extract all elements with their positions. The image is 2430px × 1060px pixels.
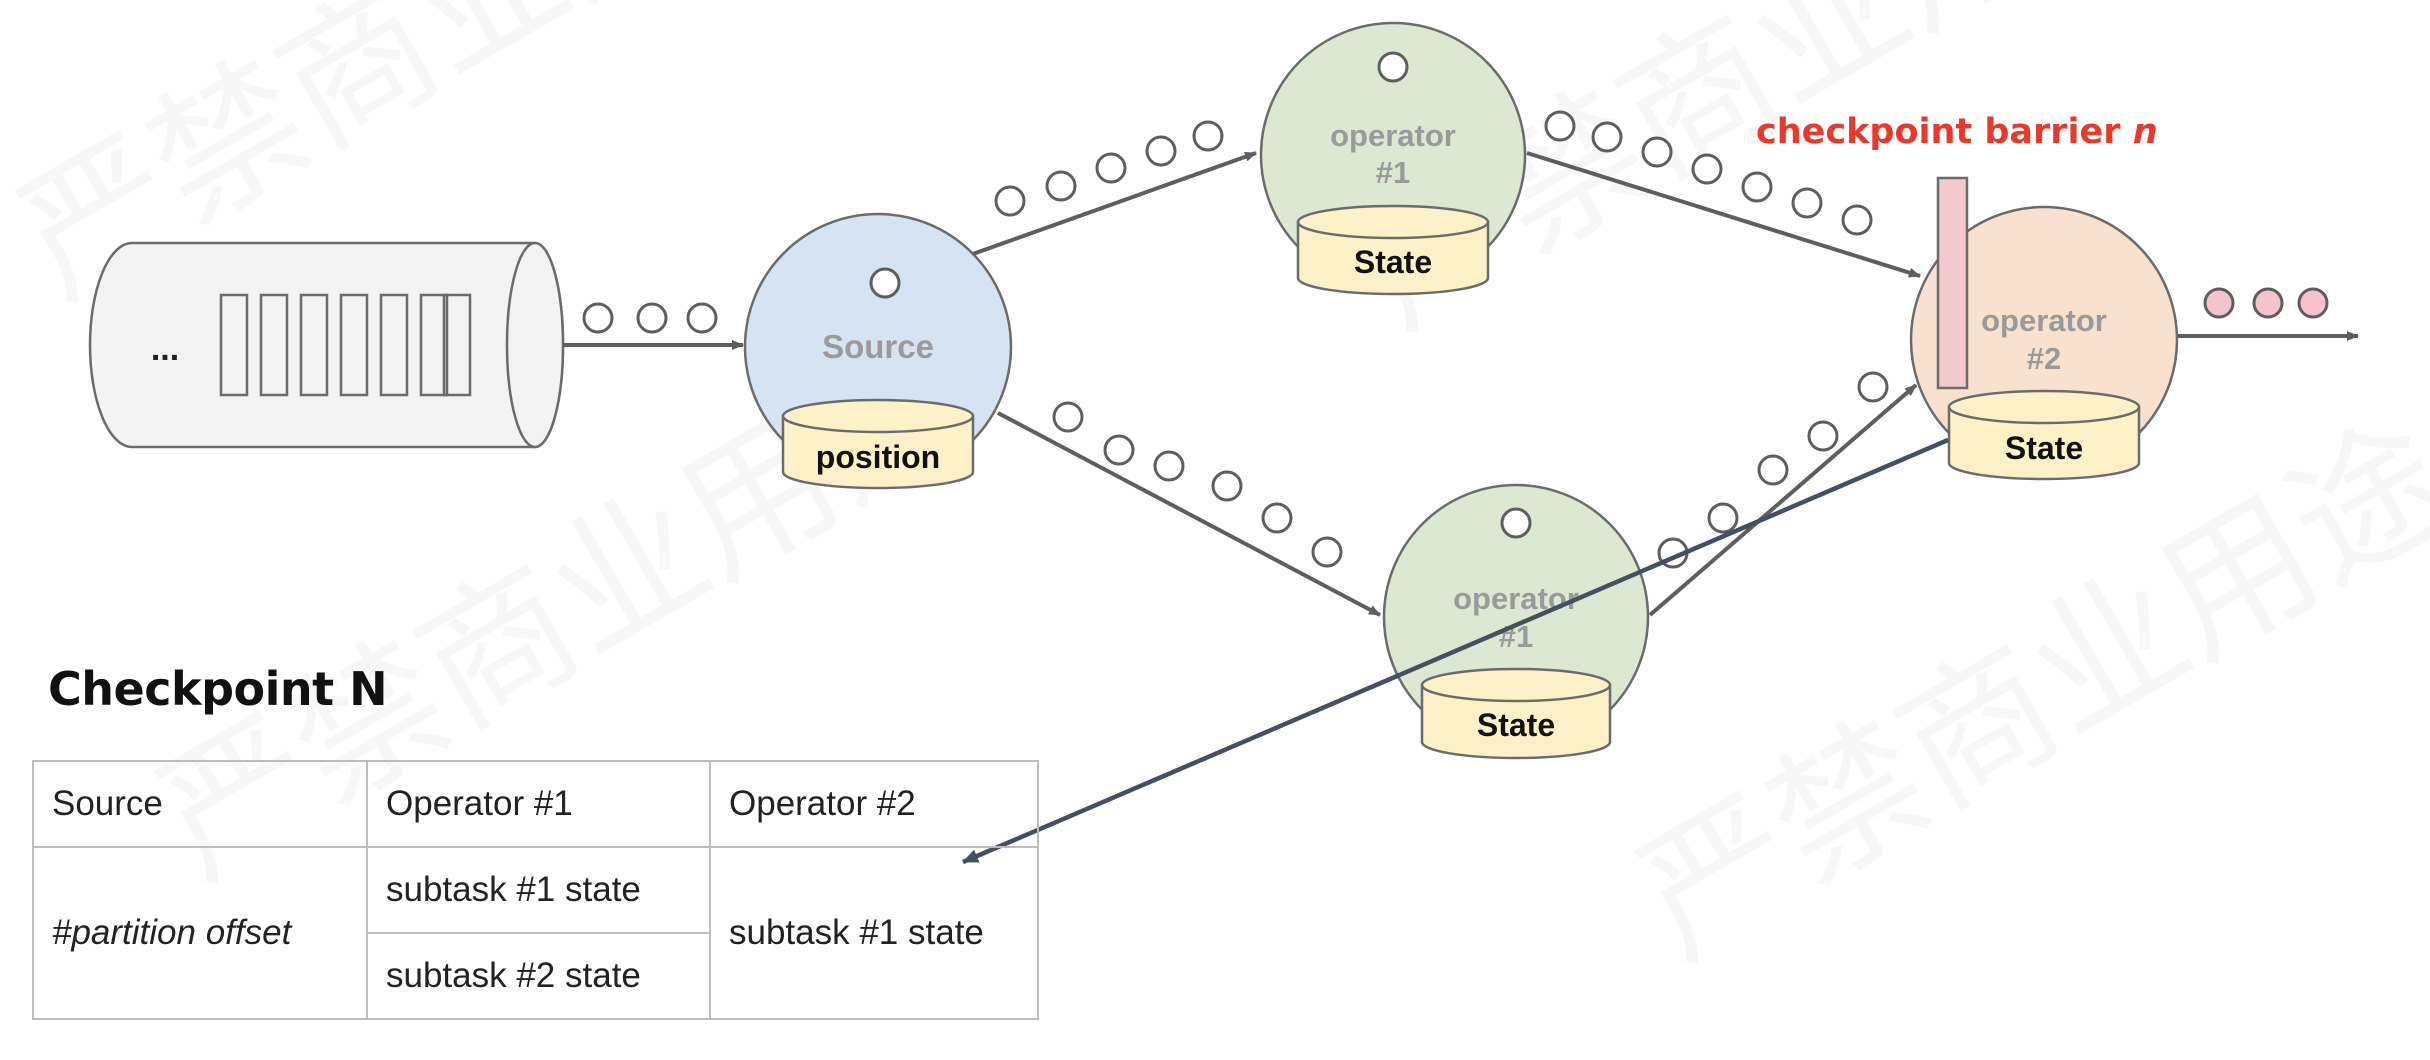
record xyxy=(1500,507,1532,539)
operator1-top-state-store: State xyxy=(1296,204,1490,296)
record xyxy=(1095,152,1127,184)
record xyxy=(2252,287,2284,319)
checkpoint-barrier-label: checkpoint barrier n xyxy=(1756,112,2158,152)
output-records xyxy=(2203,287,2329,319)
table-row: #partition offset subtask #1 state subta… xyxy=(32,846,1039,1020)
operator1-bottom-state-store: State xyxy=(1420,667,1612,760)
source-label: Source xyxy=(822,328,934,365)
table-row: subtask #2 state xyxy=(33,932,1038,1020)
arrow-op1-top-to-op2 xyxy=(1526,151,1921,278)
record xyxy=(1707,502,1739,534)
header-operator1: Operator #1 xyxy=(366,760,711,848)
queue-ellipsis: ... xyxy=(151,330,179,368)
record xyxy=(1377,51,1409,83)
record xyxy=(1103,434,1135,466)
source-state-store: position xyxy=(781,398,975,490)
operator2-label-line1: operator xyxy=(1981,303,2107,338)
op2-subtask1-cell: subtask #1 state xyxy=(709,846,1039,1020)
record xyxy=(2203,287,2235,319)
source-offset-cell: #partition offset xyxy=(32,846,368,1020)
source-state-label: position xyxy=(816,439,940,475)
operator1-top-node: operator #1 State xyxy=(1259,21,1527,296)
checkpoint-table: Source Operator #1 Operator #2 #partitio… xyxy=(32,760,1039,1020)
arrow-op1-bottom-to-op2 xyxy=(1648,383,1918,617)
record xyxy=(994,185,1026,217)
record xyxy=(1691,153,1723,185)
operator2-label-line2: #2 xyxy=(2027,341,2061,376)
record xyxy=(1841,204,1873,236)
queue-records xyxy=(219,293,472,397)
record xyxy=(1757,454,1789,486)
message-queue: ... xyxy=(88,241,565,449)
operator2-state-store: State xyxy=(1947,389,2141,481)
record xyxy=(686,302,718,334)
record xyxy=(582,302,614,334)
record xyxy=(1857,371,1889,403)
operator1-top-state-label: State xyxy=(1354,244,1432,280)
checkpoint-barrier: checkpoint barrier n xyxy=(1756,112,2158,390)
operator1-top-label-line2: #1 xyxy=(1376,155,1410,190)
record xyxy=(2297,287,2329,319)
operator1-bottom-state-label: State xyxy=(1477,707,1555,743)
record xyxy=(1807,420,1839,452)
record xyxy=(1052,401,1084,433)
record xyxy=(1211,470,1243,502)
record xyxy=(869,267,901,299)
op1-subtask1-cell: subtask #1 state xyxy=(366,846,711,934)
op1-subtask2-cell: subtask #2 state xyxy=(366,932,711,1020)
stream-arrows xyxy=(563,151,2359,617)
checkpoint-title: Checkpoint N xyxy=(48,662,388,716)
svg-text:严禁商业用途: 严禁商业用途 xyxy=(1611,390,2430,991)
record xyxy=(1311,536,1343,568)
record xyxy=(636,302,668,334)
operator2-node: operator #2 State xyxy=(1909,205,2179,481)
record xyxy=(1791,187,1823,219)
record xyxy=(1145,135,1177,167)
record xyxy=(1045,170,1077,202)
record xyxy=(1544,110,1576,142)
table-header-row: Source Operator #1 Operator #2 xyxy=(32,760,1039,848)
operator2-state-label: State xyxy=(2005,430,2083,466)
record xyxy=(1192,120,1224,152)
arrow-source-to-op1-top xyxy=(969,151,1257,257)
arrow-source-to-op1-bottom xyxy=(997,411,1381,617)
record xyxy=(1741,171,1773,203)
header-source: Source xyxy=(32,760,368,848)
arrow-snapshot-to-table xyxy=(962,437,1949,865)
record xyxy=(1591,121,1623,153)
records-in-flight xyxy=(582,51,1889,569)
operator1-top-label-line1: operator xyxy=(1330,118,1456,153)
source-node: Source position xyxy=(743,212,1013,490)
header-operator2: Operator #2 xyxy=(709,760,1039,848)
record xyxy=(1153,450,1185,482)
operator1-bottom-node: operator #1 State xyxy=(1382,483,1650,760)
operator1-bottom-label-line1: operator xyxy=(1453,581,1579,616)
record xyxy=(1261,502,1293,534)
record xyxy=(1641,136,1673,168)
